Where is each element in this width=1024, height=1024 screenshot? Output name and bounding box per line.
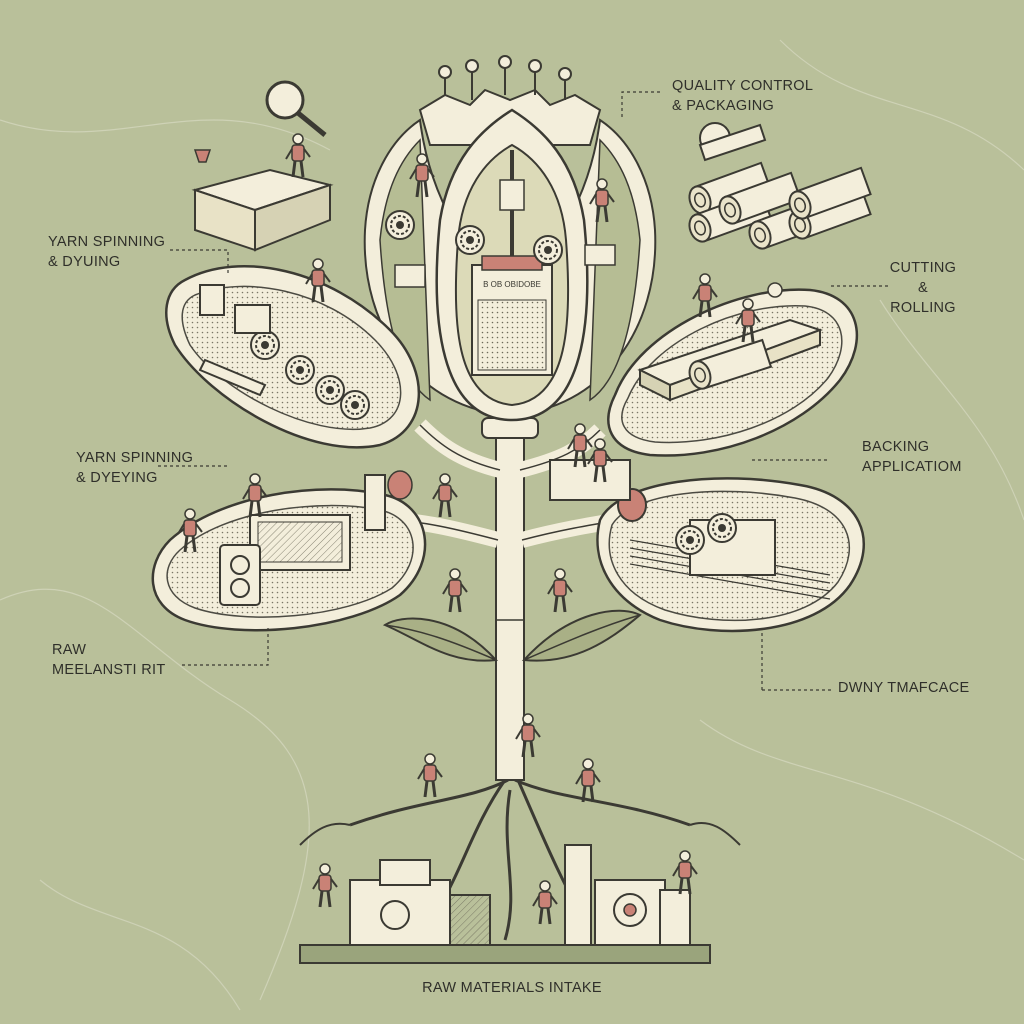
pad-lower-left: [151, 470, 459, 632]
label-yarn-spinning-top: YARN SPINNING & DYUING: [48, 232, 165, 272]
label-quality-control-line2: & PACKAGING: [672, 98, 775, 114]
fabric-rolls-stack: [684, 122, 872, 253]
label-cutting-line1: CUTTING: [889, 260, 957, 276]
label-yarn-top-line2: & DYUING: [48, 254, 121, 270]
tree-trunk: [384, 417, 622, 781]
label-backing-application: BACKING APPLICATIOM: [862, 437, 962, 477]
label-backing-line2: APPLICATIOM: [862, 459, 962, 475]
label-yarn-mid-line2: & DYEYING: [76, 470, 158, 486]
label-quality-control: QUALITY CONTROL & PACKAGING: [672, 76, 813, 116]
label-backing-line1: BACKING: [862, 439, 930, 455]
label-yarn-spinning-mid: YARN SPINNING & DYEYING: [76, 448, 193, 488]
leader-lines: [158, 91, 888, 691]
label-intake-line1: RAW MATERIALS INTAKE: [422, 980, 602, 996]
pad-upper-right: [607, 272, 859, 457]
label-raw-materials-intake: RAW MATERIALS INTAKE: [382, 978, 642, 998]
background-veins: [0, 39, 1024, 1011]
label-cutting-line3: ROLLING: [890, 300, 956, 316]
pad-upper-left: [165, 257, 421, 449]
tree-leaves: [382, 609, 642, 662]
label-raw-meelansti: RAW MEELANSTI RIT: [52, 640, 165, 680]
label-dwny-tmafcace: DWNY TMAFCACE: [838, 678, 969, 698]
label-yarn-top-line1: YARN SPINNING: [48, 234, 166, 250]
label-dwny-line1: DWNY TMAFCACE: [838, 680, 970, 696]
label-quality-control-line1: QUALITY CONTROL: [672, 78, 814, 94]
label-raw-line2: MEELANSTI RIT: [52, 662, 166, 678]
base-machinery: [299, 844, 711, 964]
label-raw-line1: RAW: [52, 642, 87, 658]
pad-lower-right: [549, 422, 866, 633]
machine-sign: B OB OBIDOBE: [483, 280, 541, 289]
label-yarn-mid-line1: YARN SPINNING: [76, 450, 194, 466]
label-cutting-line2: &: [918, 280, 928, 296]
label-cutting-rolling: CUTTING & ROLLING: [888, 258, 958, 318]
inspection-table: [191, 80, 334, 252]
